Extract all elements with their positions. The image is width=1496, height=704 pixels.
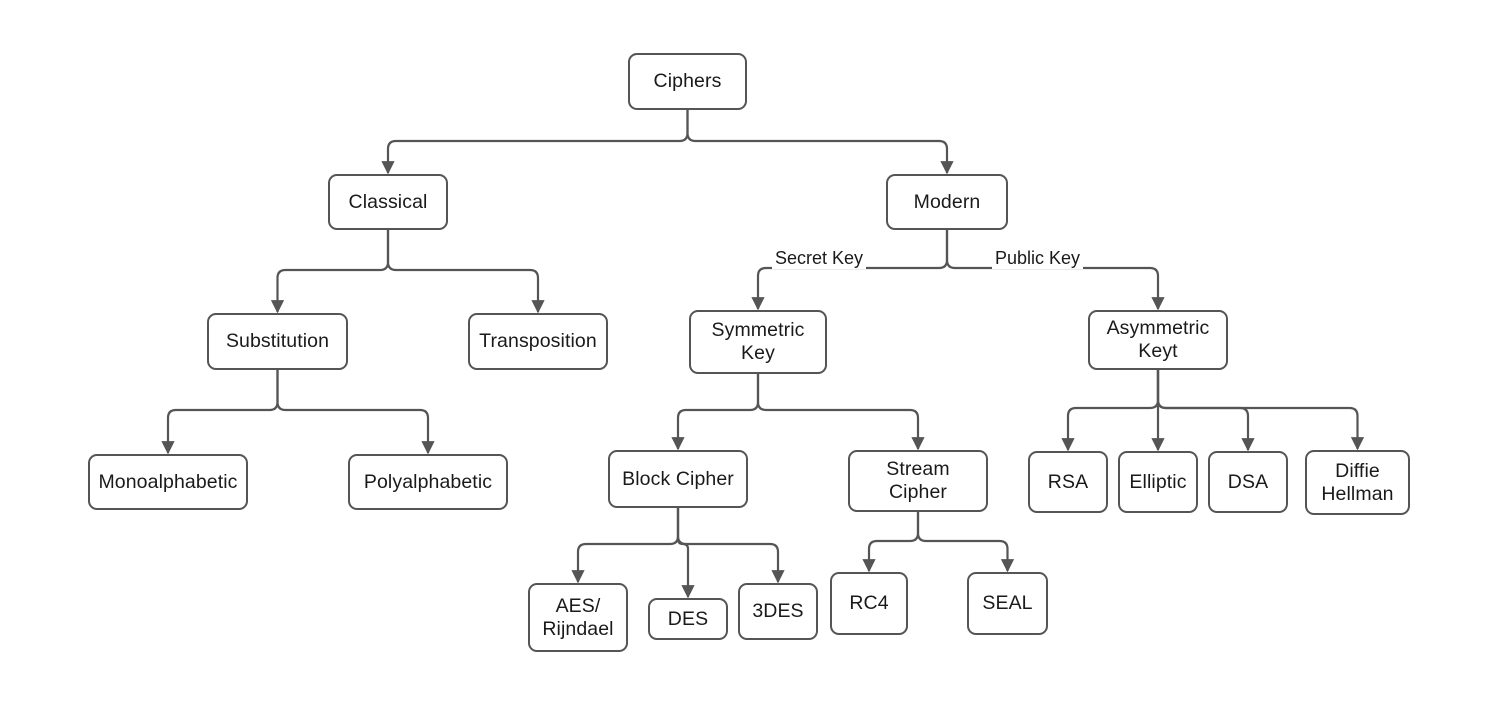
node-elliptic[interactable]: Elliptic — [1118, 451, 1198, 513]
edge — [386, 230, 545, 314]
edge — [676, 508, 785, 584]
edge — [671, 374, 760, 451]
node-mono[interactable]: Monoalphabetic — [88, 454, 248, 510]
node-symmetric[interactable]: Symmetric Key — [689, 310, 827, 374]
edge — [756, 374, 925, 451]
edge — [276, 370, 435, 455]
edge-label-secret-key: Secret Key — [772, 248, 867, 269]
edge — [270, 230, 390, 314]
edge — [751, 230, 949, 311]
edge — [161, 370, 279, 455]
node-classical[interactable]: Classical — [328, 174, 448, 230]
node-seal[interactable]: SEAL — [967, 572, 1048, 635]
node-des[interactable]: DES — [648, 598, 728, 640]
node-stream[interactable]: Stream Cipher — [848, 450, 988, 512]
node-diffie[interactable]: Diffie Hellman — [1305, 450, 1410, 515]
node-rsa[interactable]: RSA — [1028, 451, 1108, 513]
edge — [676, 508, 695, 599]
edge — [945, 230, 1165, 311]
node-block[interactable]: Block Cipher — [608, 450, 748, 508]
edge — [381, 110, 689, 175]
node-dsa[interactable]: DSA — [1208, 451, 1288, 513]
edge — [1061, 370, 1160, 452]
node-ciphers[interactable]: Ciphers — [628, 53, 747, 110]
edge-label-public-key: Public Key — [992, 248, 1084, 269]
edge — [1156, 370, 1365, 451]
edge — [686, 110, 954, 175]
edge — [916, 512, 1015, 573]
node-substitution[interactable]: Substitution — [207, 313, 348, 370]
edge — [571, 508, 680, 584]
node-aes[interactable]: AES/ Rijndael — [528, 583, 628, 652]
node-modern[interactable]: Modern — [886, 174, 1008, 230]
edge — [862, 512, 920, 573]
node-3des[interactable]: 3DES — [738, 583, 818, 640]
node-rc4[interactable]: RC4 — [830, 572, 908, 635]
node-transposition[interactable]: Transposition — [468, 313, 608, 370]
node-asymmetric[interactable]: Asymmetric Keyt — [1088, 310, 1228, 370]
edge — [1156, 370, 1255, 452]
node-poly[interactable]: Polyalphabetic — [348, 454, 508, 510]
